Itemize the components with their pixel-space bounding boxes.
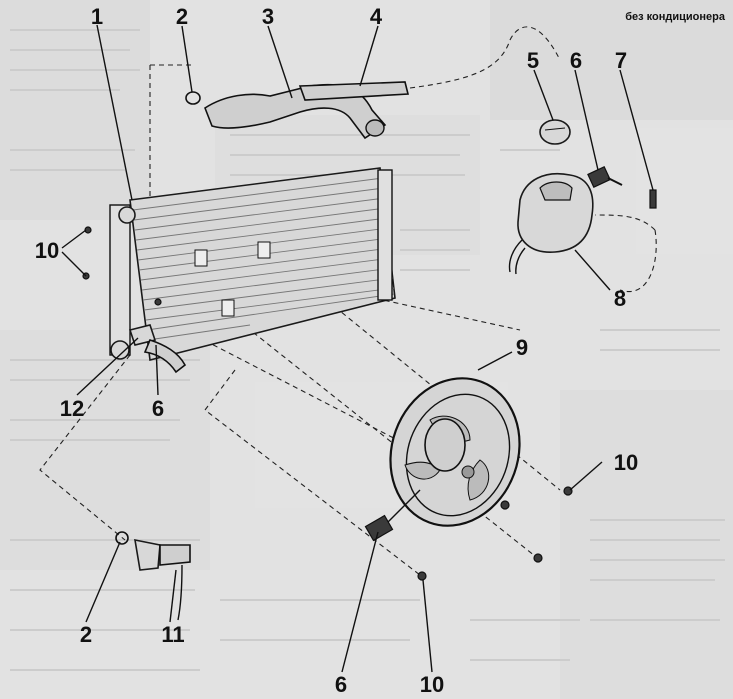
variant-caption: без кондиционера bbox=[625, 11, 726, 23]
coolant-reservoir bbox=[508, 119, 657, 275]
callout-6-fan: 6 bbox=[335, 672, 347, 697]
callout-numbers: 1 2 3 4 5 6 7 8 9 10 12 6 10 2 11 6 10 bbox=[35, 4, 638, 697]
upper-hose-assembly bbox=[185, 81, 410, 140]
callout-10-left: 10 bbox=[35, 238, 59, 263]
callout-2-bottom: 2 bbox=[80, 622, 92, 647]
cooling-fan bbox=[364, 377, 521, 542]
callout-10-bottom: 10 bbox=[420, 672, 444, 697]
callout-7: 7 bbox=[615, 48, 627, 73]
callout-8: 8 bbox=[614, 286, 626, 311]
callout-4: 4 bbox=[370, 4, 383, 29]
callout-1: 1 bbox=[91, 4, 103, 29]
bolts-and-fittings bbox=[82, 226, 573, 621]
callout-6-reservoir: 6 bbox=[570, 48, 582, 73]
callout-10-right: 10 bbox=[614, 450, 638, 475]
callout-3: 3 bbox=[262, 4, 274, 29]
callout-5: 5 bbox=[527, 48, 539, 73]
callout-6-radiator: 6 bbox=[152, 396, 164, 421]
callout-leaders bbox=[61, 24, 654, 673]
callout-11: 11 bbox=[161, 622, 184, 647]
callout-2-top: 2 bbox=[176, 4, 188, 29]
callout-12: 12 bbox=[60, 396, 84, 421]
radiator bbox=[109, 167, 396, 361]
callout-9: 9 bbox=[516, 335, 528, 360]
